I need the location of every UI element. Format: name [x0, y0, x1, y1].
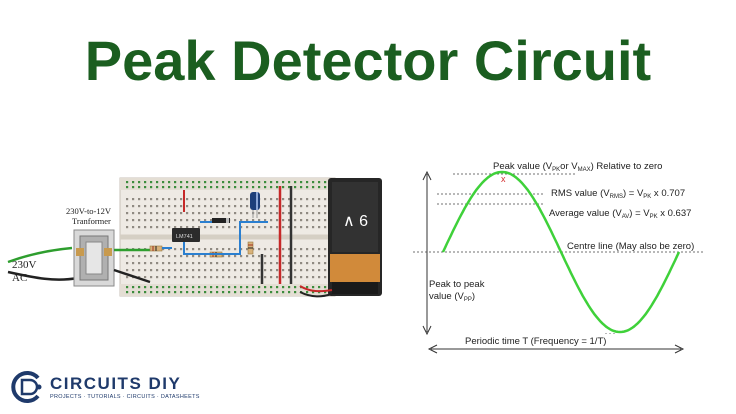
period-label-bg: [461, 334, 657, 346]
battery-label: ∧ 6: [343, 213, 368, 230]
breadboard-holes: [126, 181, 327, 294]
resistor-1: [149, 245, 163, 252]
logo-mark-icon: [11, 371, 42, 403]
transformer-label-line1: 230V-to-12V: [66, 206, 112, 216]
peak-marker: x: [501, 174, 506, 184]
ac-label-line2: AC: [12, 272, 27, 284]
period-label: Periodic time T (Frequency = 1/T): [465, 336, 606, 347]
wire-blue-1: [183, 221, 268, 255]
brand-logo: CIRCUITS DIY PROJECTS · TUTORIALS · CIRC…: [10, 368, 199, 408]
diode: [212, 218, 230, 223]
battery-9v: ∧ 6: [328, 178, 382, 296]
transformer-label-line2: Tranformer: [72, 216, 111, 226]
breadboard: [119, 177, 336, 297]
p2p-label-line1: Peak to peak: [429, 279, 485, 290]
waveform-diagram: x Peak value (VPKor VMAX) Relative to ze…: [413, 161, 705, 354]
wire-black-secondary: [113, 268, 151, 284]
battery-wire-red: [299, 285, 333, 293]
p2p-label-line2: value (VPP): [429, 291, 475, 303]
battery-wire-black: [299, 291, 333, 298]
sine-wave: [441, 170, 681, 334]
p2p-arrow-head-bottom: [422, 325, 432, 336]
ic-lm741: LM741: [172, 228, 200, 242]
logo-tagline: PROJECTS · TUTORIALS · CIRCUITS · DATASH…: [50, 394, 200, 400]
period-arrow-head-right: [674, 344, 685, 354]
average-value-label: Average value (VAV) = VPK x 0.637: [549, 208, 691, 220]
rms-value-label: RMS value (VRMS) = VPK x 0.707: [551, 188, 685, 200]
transformer: [73, 229, 115, 287]
circuit-diagram: 230V AC 230V-to-12V Tranformer: [7, 177, 382, 298]
peak-value-label: Peak value (VPKor VMAX) Relative to zero: [493, 161, 662, 173]
ac-wire-green: [7, 246, 73, 264]
page-title: Peak Detector Circuit: [84, 29, 652, 92]
p2p-arrow-head-top: [422, 170, 432, 181]
ac-wire-black: [7, 270, 79, 281]
ac-label-line1: 230V: [12, 259, 37, 271]
centre-line-label: Centre line (May also be zero): [567, 241, 694, 252]
resistor-3: [247, 241, 254, 255]
period-arrow-head-left: [427, 344, 438, 354]
ic-label: LM741: [176, 234, 193, 240]
logo-name: CIRCUITS DIY: [50, 374, 182, 393]
capacitor: [250, 192, 260, 218]
